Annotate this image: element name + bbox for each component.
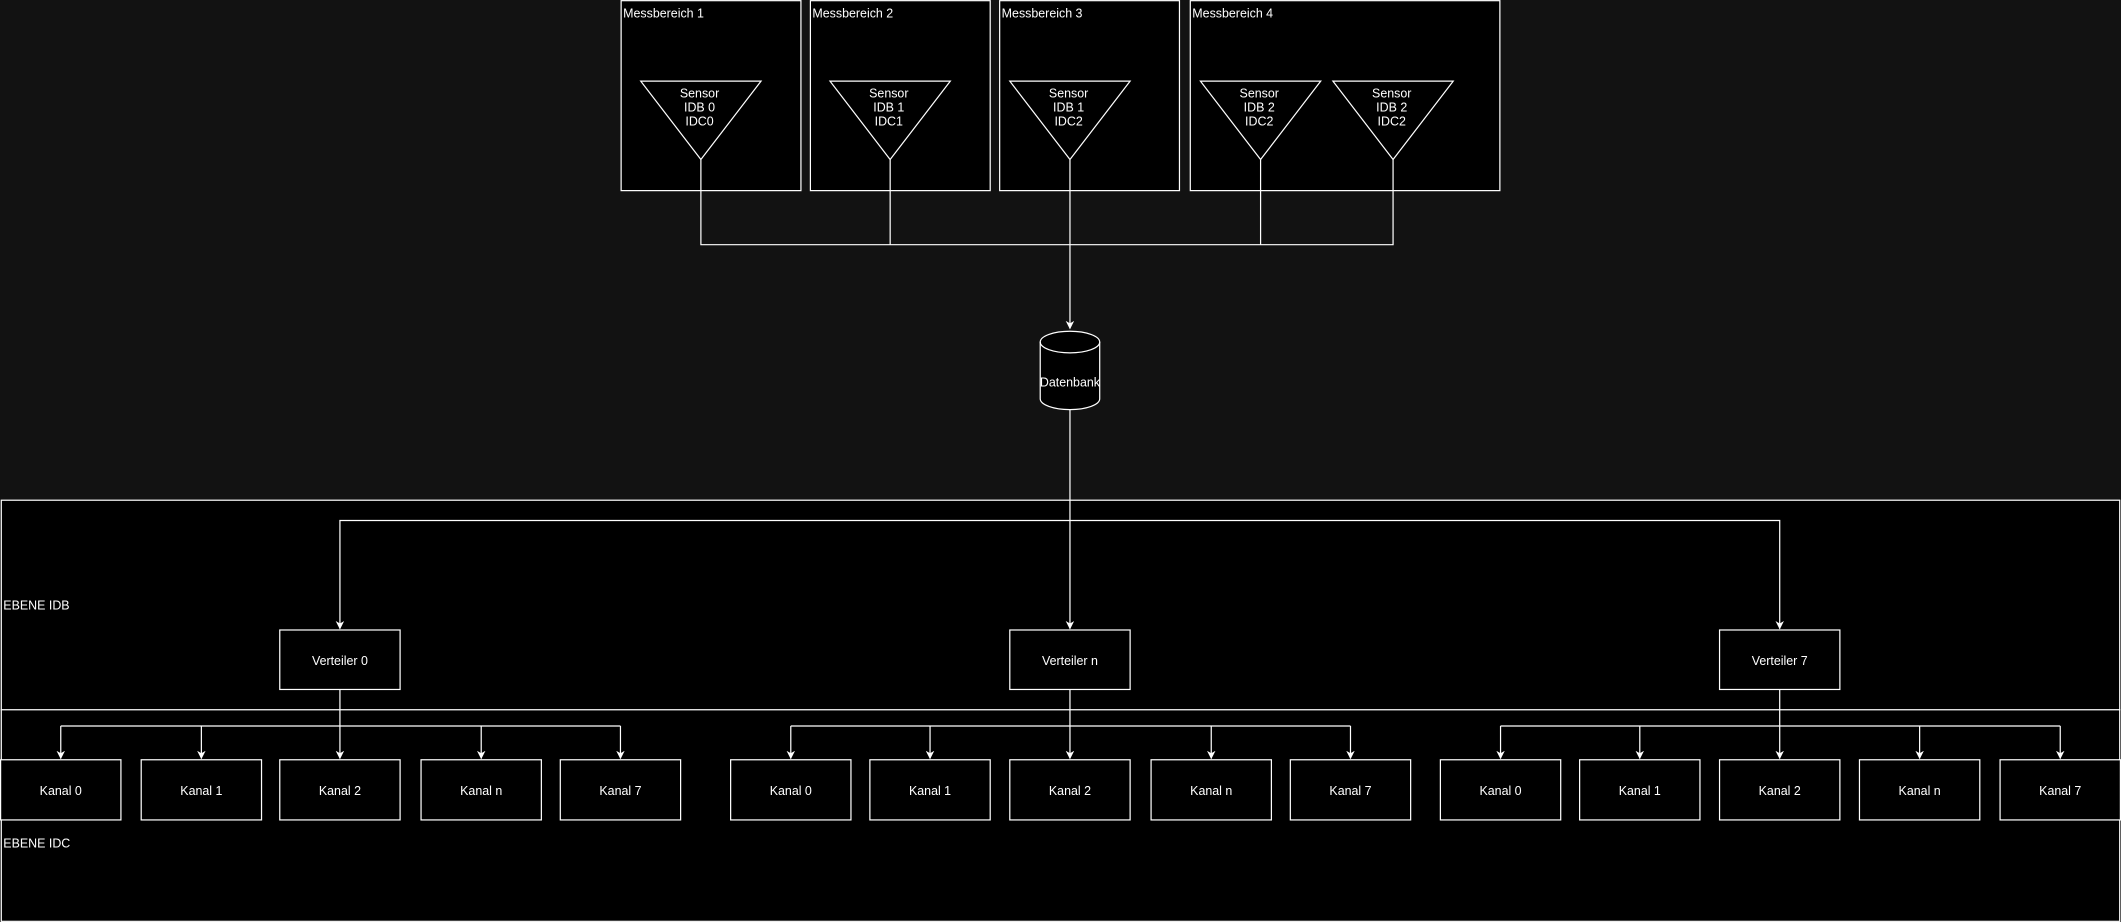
channel[interactable]: Kanal 1 [140, 759, 263, 821]
layer-idb-idc-frame[interactable] [0, 499, 2121, 922]
channel[interactable]: Kanal 2 [279, 759, 401, 821]
channel-label: Kanal 7 [2039, 784, 2081, 798]
channel-box[interactable] [1150, 759, 1273, 821]
sensor-label-line: IDC2 [1054, 115, 1082, 129]
channel[interactable]: Kanal 7 [559, 759, 682, 821]
distributor-label: Verteiler 0 [312, 654, 368, 668]
channel-box[interactable] [869, 759, 991, 821]
channel-label: Kanal 1 [1619, 784, 1661, 798]
sensor-bus-line [700, 159, 1394, 246]
layer-label-idc: EBENE IDC [3, 837, 70, 851]
sensor-label-line: IDB 2 [1376, 101, 1407, 115]
layer-label-idb: EBENE IDB [3, 599, 69, 613]
measurement-area-label: Messbereich 2 [812, 7, 893, 21]
channel-label: Kanal 2 [319, 784, 361, 798]
channel[interactable]: Kanal 1 [869, 759, 991, 821]
channel-box[interactable] [1009, 759, 1131, 821]
channel-box[interactable] [420, 759, 542, 821]
channel[interactable]: Kanal 0 [730, 759, 852, 821]
sensor-label-line: IDB 0 [684, 101, 715, 115]
measurement-area-label: Messbereich 3 [1002, 7, 1083, 21]
sensor-label-line: IDC0 [685, 115, 713, 129]
sensor-label-line: IDC2 [1378, 115, 1406, 129]
channel[interactable]: Kanal 2 [1718, 759, 1841, 821]
channel-label: Kanal n [1899, 784, 1941, 798]
distributor-label: Verteiler 7 [1752, 654, 1808, 668]
sensor-label-line: IDB 1 [1053, 101, 1084, 115]
channel[interactable]: Kanal 0 [0, 759, 122, 821]
database[interactable]: Datenbank [1039, 330, 1101, 411]
channel[interactable]: Kanal n [1150, 759, 1273, 821]
sensor-label-line: IDC2 [1245, 115, 1273, 129]
channel-label: Kanal 7 [1329, 784, 1371, 798]
channel[interactable]: Kanal 0 [1439, 759, 1562, 821]
distributor-box[interactable] [1718, 629, 1841, 691]
sensor-label-line: Sensor [869, 86, 908, 100]
sensor-label-line: Sensor [1372, 86, 1411, 100]
distributor-box[interactable] [279, 629, 401, 691]
sensor-label-line: Sensor [680, 86, 719, 100]
database-label: Datenbank [1040, 376, 1101, 390]
distributor-label: Verteiler n [1042, 654, 1098, 668]
sensor-label-line: IDC1 [875, 115, 903, 129]
channel[interactable]: Kanal n [420, 759, 542, 821]
channel[interactable]: Kanal 1 [1579, 759, 1701, 821]
distributor-box[interactable] [1009, 629, 1131, 691]
sensor-triangle-icon[interactable] [828, 80, 952, 161]
channel-box[interactable] [1289, 759, 1412, 821]
channel-box[interactable] [730, 759, 852, 821]
channel-box[interactable] [0, 759, 122, 821]
sensor-triangle-icon[interactable] [1008, 80, 1132, 161]
layer-container: EBENE IDB EBENE IDC [0, 499, 2121, 922]
arrow-to-distributor [1069, 519, 1784, 630]
channel-label: Kanal 7 [599, 784, 641, 798]
channel-label: Kanal n [460, 784, 502, 798]
sensor-triangle-icon[interactable] [1199, 80, 1322, 161]
sensor-triangle-icon[interactable] [639, 80, 763, 161]
channel[interactable]: Kanal 7 [1289, 759, 1412, 821]
channel-box[interactable] [1439, 759, 1562, 821]
arrow-to-distributor [335, 519, 1070, 630]
channel-label: Kanal n [1190, 784, 1232, 798]
measurement-area-label: Messbereich 4 [1192, 7, 1273, 21]
channel-box[interactable] [279, 759, 401, 821]
sensor-label-line: Sensor [1049, 86, 1088, 100]
sensor-triangle-icon[interactable] [1331, 80, 1455, 161]
sensor-label-line: IDB 2 [1244, 101, 1275, 115]
channel[interactable]: Kanal 7 [1999, 759, 2121, 821]
distributor[interactable]: Verteiler n [1009, 629, 1131, 691]
channel-box[interactable] [1579, 759, 1701, 821]
sensor-label-line: Sensor [1240, 86, 1279, 100]
channel-label: Kanal 0 [770, 784, 812, 798]
sensor-label-line: IDB 1 [873, 101, 904, 115]
channel-box[interactable] [559, 759, 682, 821]
distributor[interactable]: Verteiler 0 [279, 629, 401, 691]
channel-box[interactable] [1718, 759, 1841, 821]
database-cylinder-icon[interactable] [1039, 330, 1101, 411]
channel[interactable]: Kanal n [1858, 759, 1981, 821]
measurement-area-label: Messbereich 1 [623, 7, 704, 21]
channel-box[interactable] [1999, 759, 2121, 821]
channel-label: Kanal 2 [1759, 784, 1801, 798]
channel-label: Kanal 1 [909, 784, 951, 798]
channel-label: Kanal 2 [1049, 784, 1091, 798]
channel-label: Kanal 0 [1479, 784, 1521, 798]
channel-box[interactable] [1858, 759, 1981, 821]
distributor[interactable]: Verteiler 7 [1718, 629, 1841, 691]
channel[interactable]: Kanal 2 [1009, 759, 1131, 821]
channel-label: Kanal 1 [180, 784, 222, 798]
channel-label: Kanal 0 [40, 784, 82, 798]
channel-box[interactable] [140, 759, 263, 821]
database-cylinder-rim [1039, 341, 1101, 354]
